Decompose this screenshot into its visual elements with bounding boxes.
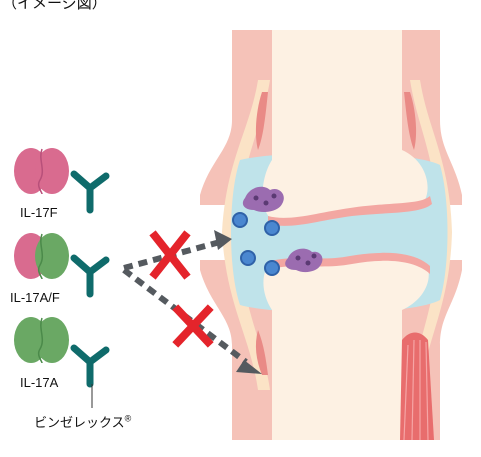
antibody-icon bbox=[74, 174, 106, 210]
partial-header-text: （イメージ図） bbox=[2, 0, 107, 13]
label-il17af: IL-17A/F bbox=[10, 290, 60, 305]
drug-name: ビンゼレックス bbox=[34, 415, 125, 430]
immune-cell bbox=[265, 221, 279, 235]
label-il17a: IL-17A bbox=[20, 375, 58, 390]
label-il17f: IL-17F bbox=[20, 205, 58, 220]
joint bbox=[200, 30, 462, 440]
immune-cell bbox=[241, 251, 255, 265]
cytokine-il17f bbox=[14, 148, 69, 194]
block-x-icon bbox=[178, 310, 208, 342]
block-x-icon bbox=[155, 236, 185, 274]
cytokine-il17af bbox=[14, 233, 69, 279]
cytokine-il17a bbox=[14, 317, 69, 363]
immune-cell bbox=[265, 261, 279, 275]
antibody-icon bbox=[74, 348, 106, 384]
drug-label: ビンゼレックス® bbox=[34, 412, 131, 431]
antibody-icon bbox=[74, 258, 106, 294]
registered-mark: ® bbox=[125, 414, 132, 424]
immune-cell bbox=[233, 213, 247, 227]
